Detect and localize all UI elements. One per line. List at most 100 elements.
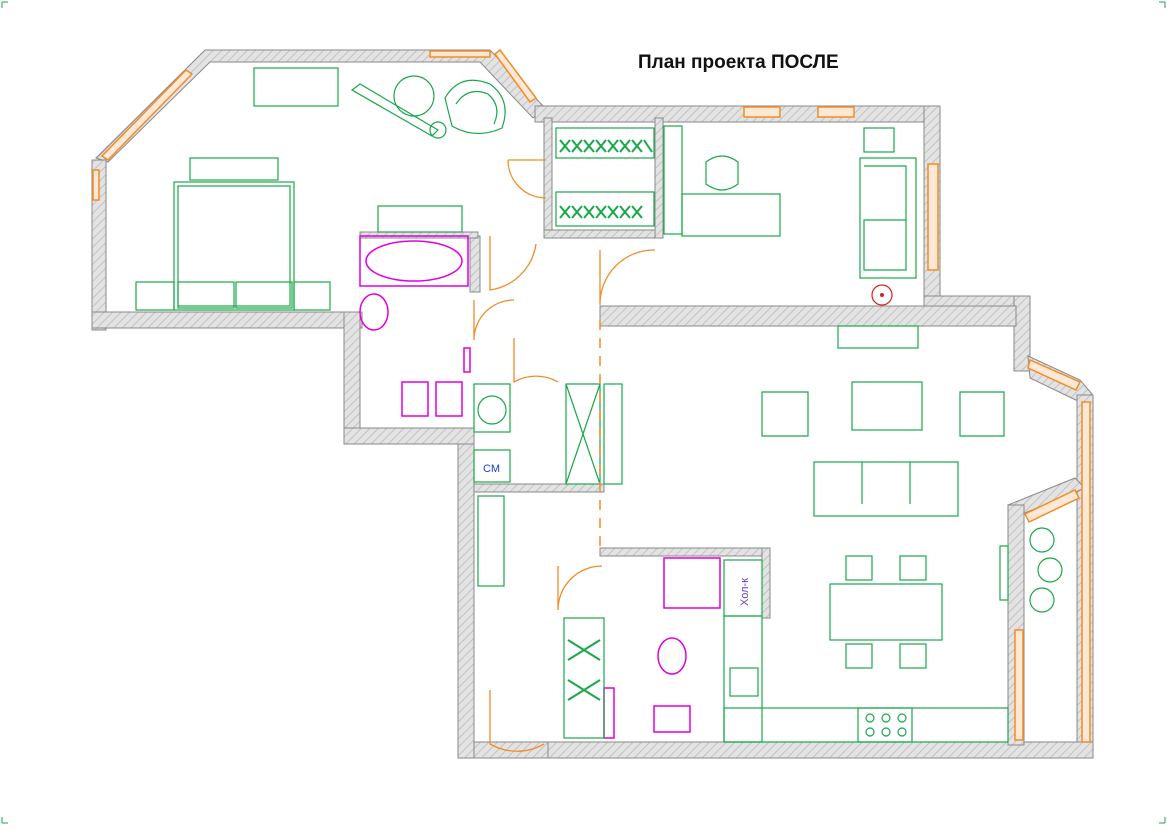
- office: [663, 125, 917, 279]
- tv-console: [837, 325, 919, 349]
- wc-shelf: [563, 617, 605, 739]
- wall-office-left: [654, 117, 664, 239]
- window-office-1: [743, 106, 781, 118]
- lamp-stand: [350, 83, 439, 137]
- wall-kitchen-div: [761, 547, 771, 619]
- walls: [91, 49, 1094, 759]
- plan-title: План проекта ПОСЛЕ: [638, 52, 839, 73]
- laundry-sink: [477, 395, 507, 425]
- armchair-right: [959, 391, 1005, 437]
- armchair-inner: [455, 91, 498, 125]
- door-bath-lower: [473, 299, 515, 341]
- wall-left-lower: [457, 427, 475, 759]
- tv-panel: [999, 545, 1009, 601]
- bathtub-inner: [365, 240, 463, 282]
- door-corridor: [599, 249, 656, 306]
- window-kitchen-right: [1014, 629, 1024, 741]
- door-laundry: [513, 338, 559, 384]
- window-office-right: [927, 163, 939, 271]
- wall-top-right: [534, 105, 941, 123]
- nightstand-right: [293, 281, 331, 311]
- office-floor-marker: [871, 284, 893, 306]
- office-shelf: [663, 125, 683, 235]
- coffee-table: [851, 381, 923, 431]
- wall-closet-bottom: [543, 229, 663, 239]
- bed: [173, 181, 295, 311]
- closet-rail-top: [555, 127, 655, 159]
- wall-bath-divide: [359, 231, 479, 239]
- floor-lamp: [429, 121, 447, 139]
- hall-wardrobe-x: [565, 383, 601, 485]
- shower-tray: [663, 557, 721, 609]
- wc-shelf-hangers: [567, 639, 601, 701]
- wc-sink: [657, 637, 687, 675]
- wc-toilet: [653, 705, 691, 733]
- window-bedroom-top: [429, 50, 491, 58]
- closet: [555, 127, 655, 227]
- bay-table: [1037, 557, 1063, 583]
- dining-chair-2: [899, 555, 927, 581]
- side-table: [393, 75, 435, 117]
- window-bedroom-diag: [100, 69, 194, 161]
- wall-bath-left: [343, 311, 361, 445]
- bed-pillow-left: [177, 281, 235, 309]
- wall-bedroom-left: [91, 159, 107, 331]
- office-sofa-cushions: [863, 165, 907, 271]
- nightstand-left: [135, 281, 175, 311]
- office-floor-marker-dot: [880, 293, 884, 297]
- wall-shower-top: [599, 547, 767, 557]
- wall-closet-left: [543, 117, 553, 239]
- kitchen: [723, 559, 1009, 743]
- armchair-left: [761, 391, 809, 437]
- hangers-bottom: [559, 205, 643, 219]
- bedroom: [135, 67, 506, 311]
- wc-radiator: [603, 687, 615, 739]
- hob-5: [881, 727, 891, 737]
- hob-6: [897, 727, 907, 737]
- door-closet-1: [507, 159, 547, 199]
- bath-radiator: [463, 347, 471, 373]
- window-living-right: [1081, 401, 1091, 743]
- wall-bedroom-bottom: [91, 311, 363, 329]
- wall-right-mid: [1013, 295, 1031, 372]
- bay-chair-1: [1029, 527, 1055, 553]
- bedroom-dresser: [253, 67, 339, 107]
- dining-chair-4: [899, 643, 927, 669]
- hangers-top: [559, 139, 653, 153]
- washer-label: СМ: [483, 463, 500, 475]
- door-wc: [557, 565, 603, 611]
- bedroom-shelf: [377, 205, 463, 233]
- office-chair: [705, 155, 739, 191]
- wall-bath-bottom: [343, 427, 475, 445]
- bathtub: [359, 235, 469, 287]
- dining-table: [829, 583, 943, 641]
- window-office-2: [817, 106, 855, 118]
- hob: [857, 707, 913, 743]
- laundry-sink-cabinet: [473, 383, 511, 433]
- hall-bench: [477, 495, 505, 587]
- dining-chair-1: [845, 555, 873, 581]
- closet-rail-bottom: [555, 191, 655, 227]
- windows: [92, 48, 1091, 743]
- wall-corridor-top: [599, 305, 1017, 327]
- kitchen-sink: [729, 667, 759, 697]
- hall-shelf: [603, 383, 623, 485]
- living-sofa: [813, 461, 959, 517]
- hob-3: [897, 713, 907, 723]
- dining-chair-3: [845, 643, 873, 669]
- hob-4: [865, 727, 875, 737]
- dining: [829, 527, 1063, 669]
- door-bath: [489, 236, 537, 291]
- fridge-label: Хол-к: [739, 578, 751, 606]
- living-sofa-cushions: [861, 462, 911, 504]
- toilet: [435, 381, 463, 417]
- bathroom-fixtures: [359, 235, 721, 739]
- bed-headboard: [189, 157, 279, 181]
- window-bay-lower: [1023, 489, 1081, 523]
- bath-sink: [359, 293, 389, 331]
- window-bay-diag: [1027, 358, 1082, 391]
- washing-machine: [473, 449, 511, 483]
- bed-pillow-right: [235, 281, 293, 309]
